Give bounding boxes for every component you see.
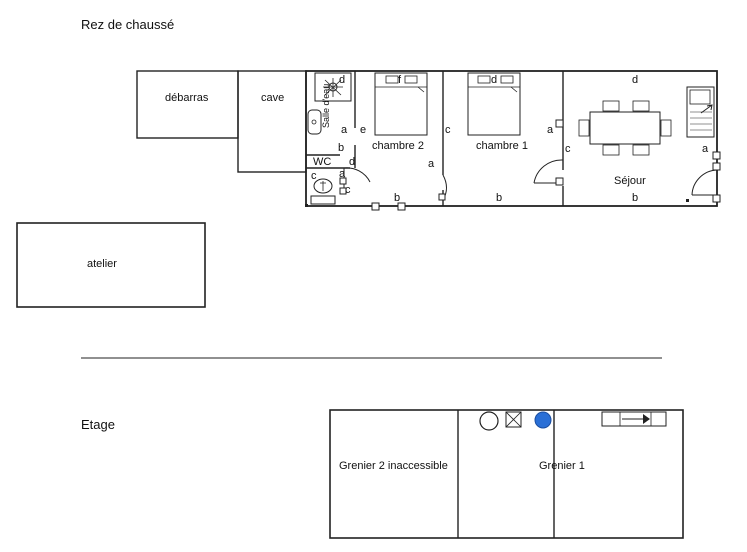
bed-chambre1-icon xyxy=(467,72,521,136)
room-label-salle-deau: Salle d'eau xyxy=(321,83,331,128)
wall-letter: b xyxy=(338,142,345,154)
wall-letter: b xyxy=(496,192,503,204)
wall-letter: c xyxy=(445,124,451,136)
wall-letter: c xyxy=(345,184,351,196)
room-label-chambre1: chambre 1 xyxy=(476,140,528,152)
atelier-room xyxy=(16,222,206,308)
round-vent-icon xyxy=(479,411,499,431)
kitchen-unit-icon xyxy=(686,86,715,138)
room-label-sejour: Séjour xyxy=(614,175,646,187)
wall-letter: d xyxy=(349,156,356,168)
wall-letter: f xyxy=(398,74,402,86)
wall-letter: d xyxy=(339,74,346,86)
room-label-atelier: atelier xyxy=(87,258,117,270)
wall-letter: c xyxy=(311,170,317,182)
wall-letter: b xyxy=(632,192,639,204)
staircase-icon xyxy=(601,411,667,427)
wall-letter: b xyxy=(394,192,401,204)
room-label-grenier1: Grenier 1 xyxy=(539,460,585,472)
upper-floor-outline xyxy=(329,409,684,539)
wall-letter: a xyxy=(341,124,348,136)
washbasin-icon xyxy=(307,109,322,135)
wall-letter: c xyxy=(565,143,571,155)
wall-letter: e xyxy=(360,124,367,136)
stair-arrow-icon xyxy=(643,414,650,424)
room-label-wc: WC xyxy=(313,156,332,168)
bed-chambre2-icon xyxy=(374,72,428,136)
wall-letter: d xyxy=(491,74,498,86)
debarras-room xyxy=(136,70,239,139)
wall-letter: a xyxy=(702,143,709,155)
wall-letter: a xyxy=(428,158,435,170)
chimney-icon xyxy=(505,411,522,428)
room-label-cave: cave xyxy=(261,92,285,104)
wall-letter: a xyxy=(547,124,554,136)
shower-icon xyxy=(314,72,352,102)
upper-floor-heading: Etage xyxy=(81,417,115,432)
room-label-chambre2: chambre 2 xyxy=(372,140,424,152)
cave-room xyxy=(237,70,307,173)
house-outline xyxy=(305,70,718,207)
water-heater-icon xyxy=(534,411,552,429)
wall-letter: a xyxy=(339,168,346,180)
dining-table-icon xyxy=(589,111,661,145)
room-label-debarras: débarras xyxy=(165,92,209,104)
wall-letter: d xyxy=(632,74,639,86)
room-label-grenier2: Grenier 2 inaccessible xyxy=(339,460,448,472)
ground-floor-heading: Rez de chaussé xyxy=(81,17,175,32)
toilet-icon xyxy=(313,178,333,194)
